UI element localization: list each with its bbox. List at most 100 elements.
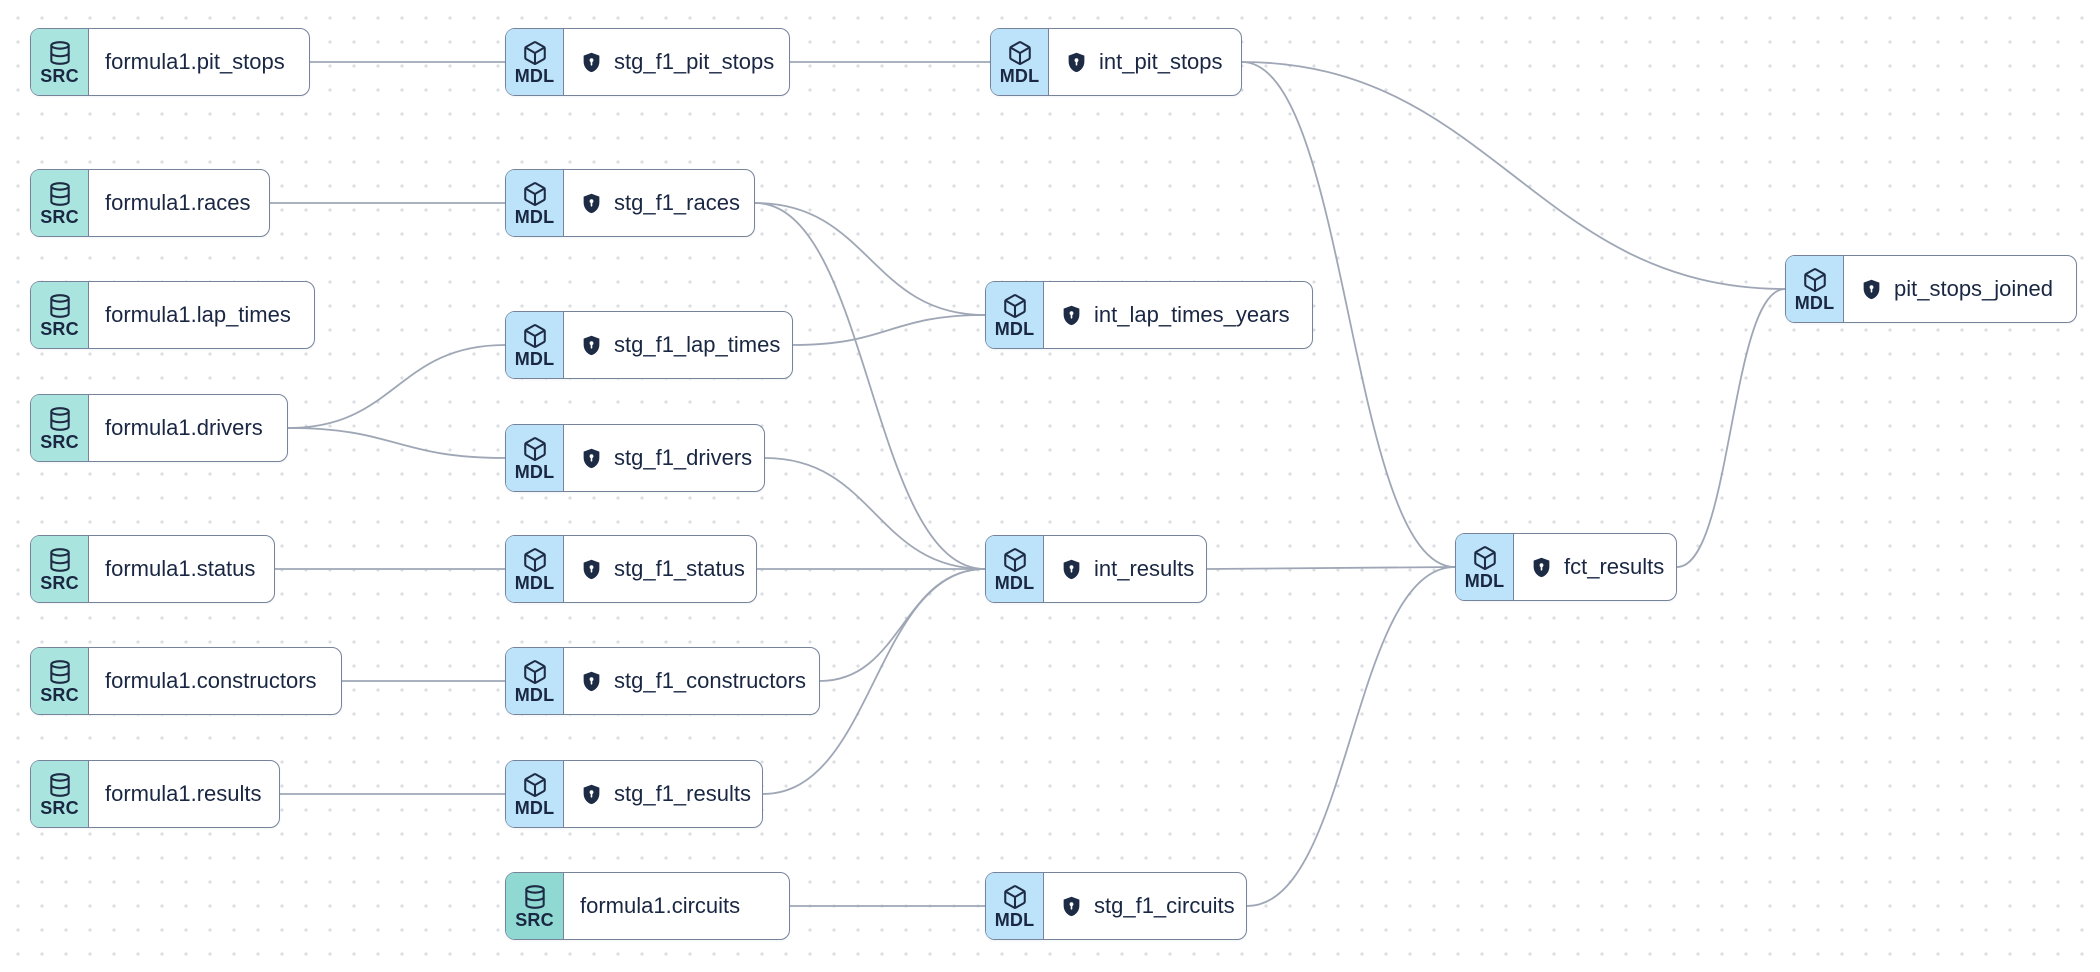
node-formula1-results[interactable]: SRC formula1.results [30,760,280,828]
node-type-label: MDL [514,684,555,705]
node-label: formula1.lap_times [105,302,291,327]
database-icon [47,772,73,798]
cube-icon [522,659,548,685]
node-type-label: MDL [1794,292,1835,313]
node-stg-f1-circuits[interactable]: MDL stg_f1_circuits [985,872,1247,940]
node-label-wrap: stg_f1_results [564,761,762,827]
node-label: formula1.results [105,781,262,806]
node-stg-f1-races[interactable]: MDL stg_f1_races [505,169,755,237]
node-label-wrap: formula1.drivers [89,395,287,461]
node-formula1-lap-times[interactable]: SRC formula1.lap_times [30,281,315,349]
node-label: stg_f1_circuits [1094,893,1235,918]
shield-lock-icon [1060,304,1083,327]
node-type-label: MDL [999,65,1040,86]
node-type-label: MDL [514,572,555,593]
node-label: stg_f1_races [614,190,740,215]
shield-lock-icon [1060,895,1083,918]
node-label-wrap: int_lap_times_years [1044,282,1312,348]
node-label-wrap: stg_f1_lap_times [564,312,792,378]
shield-lock-icon [580,558,603,581]
node-label: formula1.status [105,556,256,581]
node-label: stg_f1_pit_stops [614,49,775,74]
node-int-lap-times-years[interactable]: MDL int_lap_times_years [985,281,1313,349]
node-stg-f1-drivers[interactable]: MDL stg_f1_drivers [505,424,765,492]
node-formula1-status[interactable]: SRC formula1.status [30,535,275,603]
node-int-results[interactable]: MDL int_results [985,535,1207,603]
node-label-wrap: pit_stops_joined [1844,256,2076,322]
database-icon [47,181,73,207]
node-label-wrap: int_results [1044,536,1206,602]
edge-int_pit_stops-to-fct_results [1241,61,1456,568]
node-stg-f1-constructors[interactable]: MDL stg_f1_constructors [505,647,820,715]
cube-icon [522,323,548,349]
node-label: stg_f1_constructors [614,668,806,693]
node-type-label: SRC [515,909,554,930]
node-label-wrap: formula1.lap_times [89,282,314,348]
node-type-badge: SRC [31,536,89,602]
shield-lock-icon [1060,558,1083,581]
node-label-wrap: formula1.constructors [89,648,341,714]
node-stg-f1-lap-times[interactable]: MDL stg_f1_lap_times [505,311,793,379]
node-pit-stops-joined[interactable]: MDL pit_stops_joined [1785,255,2077,323]
node-label-wrap: int_pit_stops [1049,29,1241,95]
node-type-label: SRC [40,431,79,452]
node-type-badge: MDL [986,536,1044,602]
edge-src_drivers-to-stg_lap_times [287,344,506,429]
cube-icon [1802,267,1828,293]
node-label: int_pit_stops [1099,49,1223,74]
node-label: int_results [1094,556,1195,581]
node-int-pit-stops[interactable]: MDL int_pit_stops [990,28,1242,96]
node-label-wrap: stg_f1_drivers [564,425,764,491]
edge-stg_lap_times-to-int_lap_times_years [792,314,986,346]
node-type-label: MDL [514,206,555,227]
cube-icon [1007,40,1033,66]
cube-icon [1472,545,1498,571]
edge-stg_races-to-int_lap_times_years [754,202,986,316]
node-type-label: SRC [40,206,79,227]
node-label-wrap: formula1.races [89,170,269,236]
node-type-badge: SRC [31,170,89,236]
node-type-badge: MDL [506,29,564,95]
node-stg-f1-results[interactable]: MDL stg_f1_results [505,760,763,828]
node-formula1-races[interactable]: SRC formula1.races [30,169,270,237]
node-formula1-circuits[interactable]: SRC formula1.circuits [505,872,790,940]
shield-lock-icon [580,670,603,693]
database-icon [47,406,73,432]
edge-src_drivers-to-stg_drivers [287,427,506,459]
node-label: formula1.pit_stops [105,49,285,74]
node-type-badge: MDL [1786,256,1844,322]
node-stg-f1-pit-stops[interactable]: MDL stg_f1_pit_stops [505,28,790,96]
node-stg-f1-status[interactable]: MDL stg_f1_status [505,535,757,603]
node-formula1-pit-stops[interactable]: SRC formula1.pit_stops [30,28,310,96]
node-type-badge: MDL [986,282,1044,348]
edge-int_pit_stops-to-pit_stops_joined [1241,61,1786,290]
node-type-badge: SRC [31,282,89,348]
node-label: formula1.circuits [580,893,741,918]
node-label-wrap: formula1.status [89,536,274,602]
edge-stg_races-to-int_results [754,202,986,570]
database-icon [522,884,548,910]
node-type-badge: MDL [506,312,564,378]
node-formula1-drivers[interactable]: SRC formula1.drivers [30,394,288,462]
shield-lock-icon [580,192,603,215]
node-formula1-constructors[interactable]: SRC formula1.constructors [30,647,342,715]
node-type-badge: MDL [991,29,1049,95]
node-type-badge: MDL [506,425,564,491]
node-label: int_lap_times_years [1094,302,1290,327]
node-label-wrap: stg_f1_circuits [1044,873,1246,939]
database-icon [47,293,73,319]
edge-stg_results-to-int_results [762,568,986,795]
node-type-badge: MDL [506,761,564,827]
cube-icon [522,772,548,798]
database-icon [47,547,73,573]
node-type-label: MDL [994,318,1035,339]
node-type-label: MDL [514,461,555,482]
node-fct-results[interactable]: MDL fct_results [1455,533,1677,601]
cube-icon [522,547,548,573]
edge-stg_constructors-to-int_results [819,568,986,682]
cube-icon [1002,884,1028,910]
node-label: formula1.constructors [105,668,317,693]
node-type-label: SRC [40,318,79,339]
